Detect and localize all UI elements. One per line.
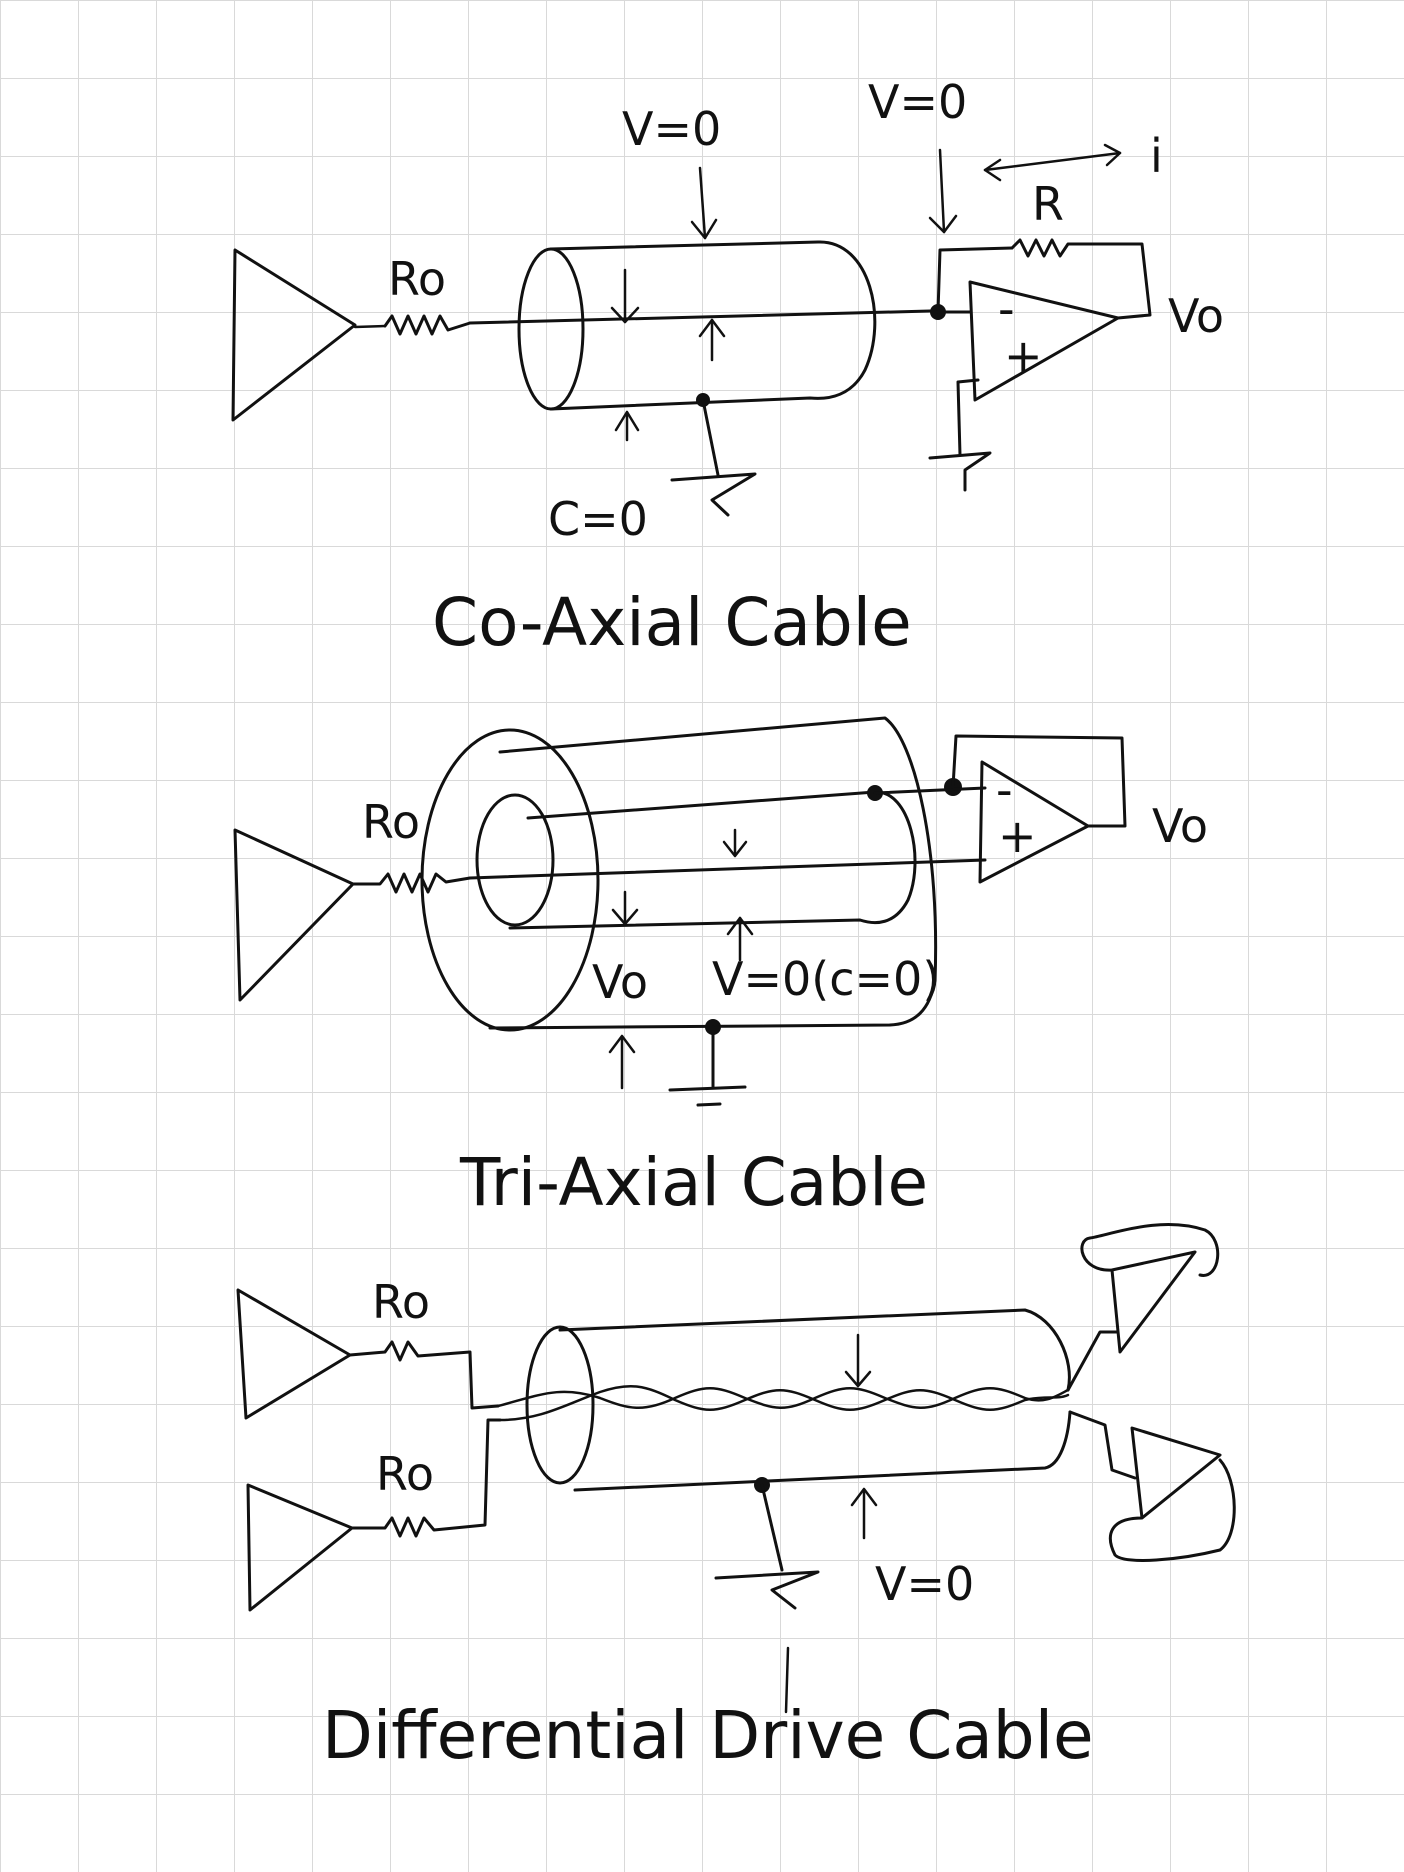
coax-cable-outer (549, 240, 877, 411)
triax-title: Tri-Axial Cable (459, 1144, 928, 1221)
triax-inner-voltage-label: Vo (592, 955, 648, 1009)
diff-top-amplifier (236, 1288, 352, 1420)
triax-center-conductor (468, 858, 987, 880)
diff-twisted-pair-a (496, 1387, 1070, 1409)
diff-shield-voltage-label: V=0 (875, 1557, 974, 1611)
diff-ground-symbol (714, 1483, 820, 1610)
diff-cable-outer (558, 1308, 1072, 1492)
triax-source-amplifier (233, 828, 355, 1002)
coax-input-arrow (938, 148, 946, 234)
coax-ground-symbol (670, 472, 757, 517)
coax-shield-voltage-label: V=0 (622, 102, 721, 156)
triax-outer-end (420, 728, 600, 1032)
coax-center-conductor (468, 309, 932, 325)
diff-divider-stroke (784, 1646, 790, 1714)
coax-source-resistor (383, 314, 472, 336)
diff-receiver-top (1066, 1223, 1220, 1392)
coax-source-lead (353, 324, 387, 329)
coax-feedback-resistor (1010, 238, 1152, 320)
coax-current-arrow (983, 151, 1122, 172)
coax-source-amplifier (231, 248, 357, 422)
diff-top-resistor (348, 1340, 500, 1410)
triax-inner-body (508, 790, 917, 930)
triax-opamp-plus: + (998, 809, 1037, 863)
coax-ro-label: Ro (388, 252, 446, 306)
coax-opamp (968, 280, 1120, 402)
diff-bottom-ro-label: Ro (376, 1447, 434, 1501)
triax-source-resistor (351, 872, 472, 894)
triax-opamp-minus: - (996, 763, 1013, 817)
coax-cable-end (517, 247, 585, 411)
triax-ground-symbol (668, 1025, 747, 1107)
triaxial-diagram: Ro Vo V=0(c=0) - + Vo Tri-Axial Cable (233, 716, 1208, 1221)
diff-top-ro-label: Ro (372, 1275, 430, 1329)
diff-cable-end (525, 1325, 595, 1485)
coax-input-voltage-label: V=0 (868, 75, 967, 129)
differential-diagram: Ro Ro V=0 Differential Drive Cable (236, 1223, 1236, 1774)
diff-title: Differential Drive Cable (322, 1697, 1094, 1774)
coax-opamp-ground (928, 378, 992, 492)
triax-inner-end (475, 793, 555, 927)
diff-bottom-resistor (350, 1418, 502, 1538)
diff-receiver-bottom (1068, 1410, 1236, 1562)
coax-opamp-plus: + (1004, 329, 1043, 383)
triax-outer-voltage-label: V=0(c=0) (712, 952, 940, 1006)
coax-title: Co-Axial Cable (432, 584, 912, 661)
coax-output-label: Vo (1168, 289, 1224, 343)
coax-r-label: R (1032, 177, 1064, 231)
triax-output-label: Vo (1152, 799, 1208, 853)
triax-ro-label: Ro (362, 795, 420, 849)
coax-top-arrow (698, 166, 707, 240)
triax-feedback (951, 734, 1127, 828)
diff-twisted-pair-b (498, 1385, 1070, 1422)
coax-opamp-minus: - (998, 282, 1015, 336)
diff-bottom-amplifier (246, 1483, 354, 1612)
triax-opamp (978, 760, 1090, 884)
coax-feedback-in (936, 246, 1014, 314)
coax-ground-lead (701, 398, 720, 477)
triax-outer-body (488, 716, 938, 1030)
coax-charge-label: C=0 (548, 492, 648, 546)
coaxial-diagram: Ro V=0 C=0 V=0 i R (231, 75, 1224, 661)
coax-current-label: i (1150, 129, 1163, 183)
